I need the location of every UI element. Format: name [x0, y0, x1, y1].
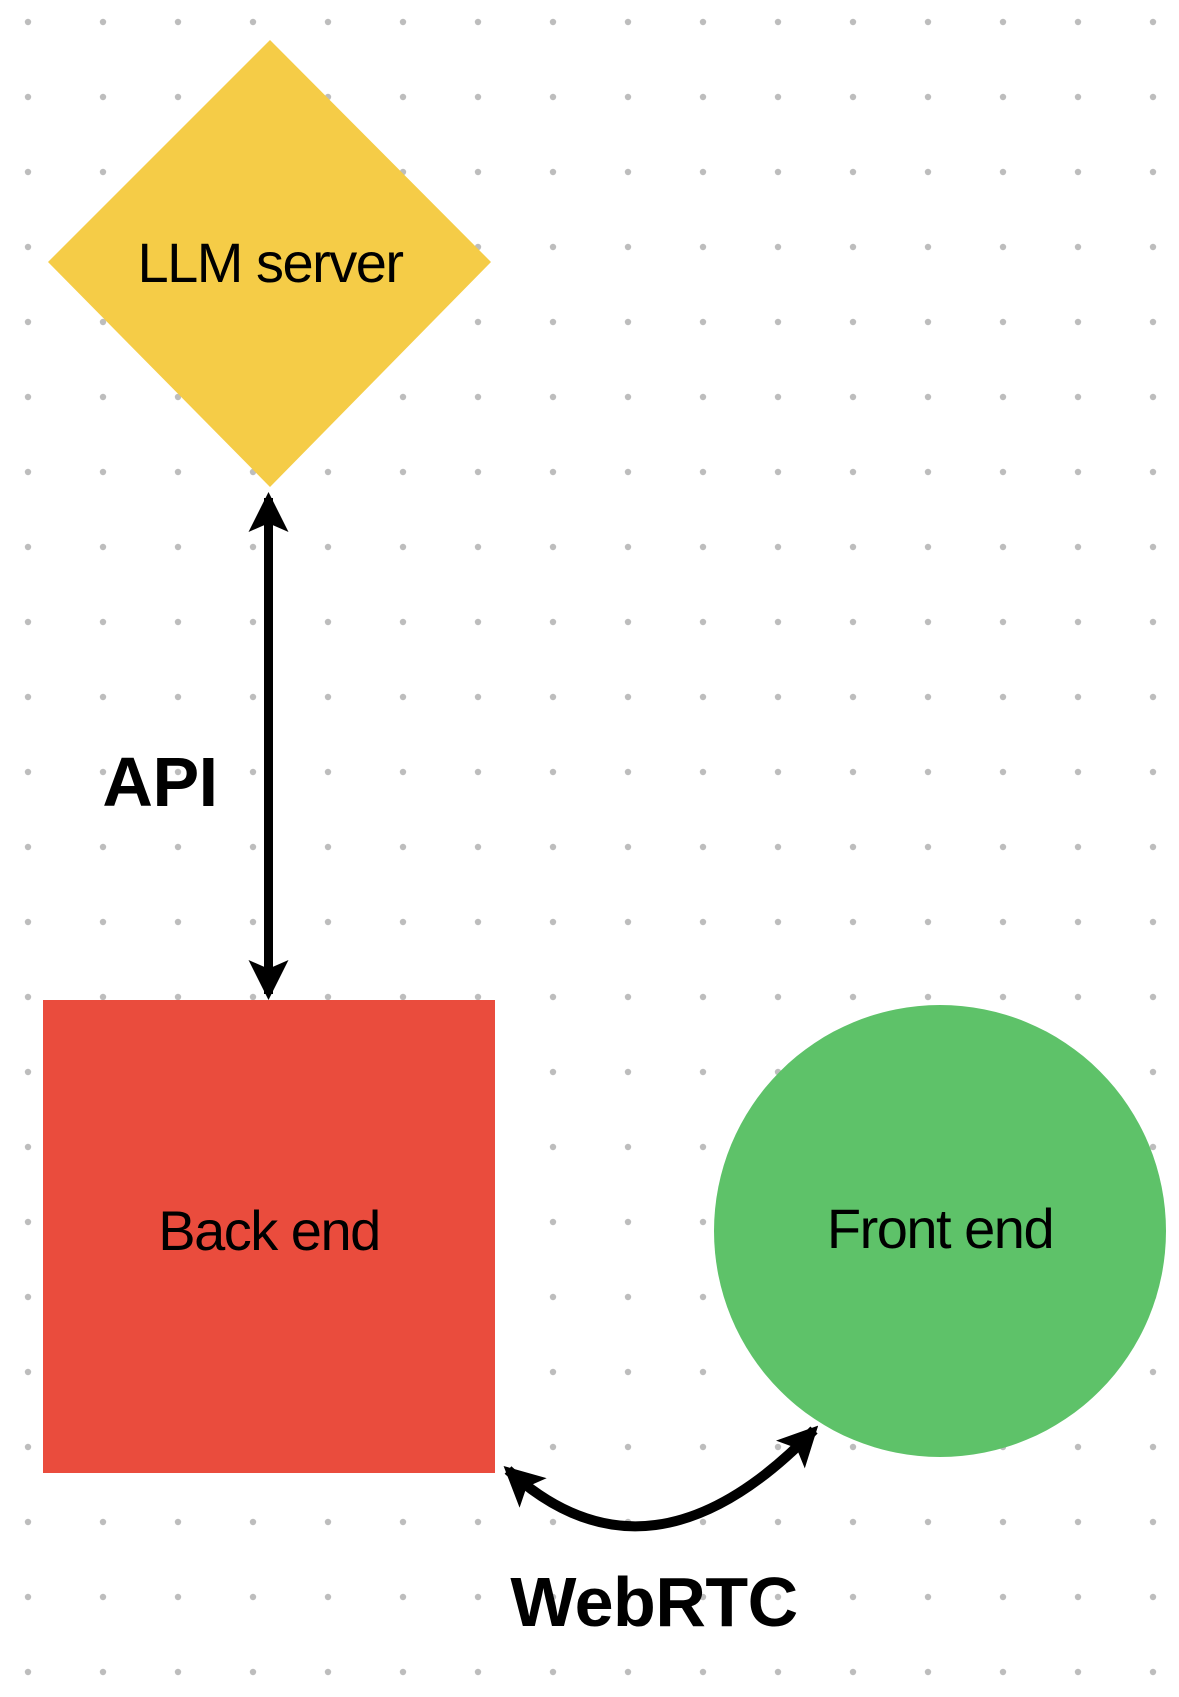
- back-end-square[interactable]: [43, 1000, 495, 1473]
- front-end-circle[interactable]: [714, 1005, 1166, 1457]
- webrtc-connector-arrow[interactable]: [503, 1425, 819, 1532]
- llm-server-diamond[interactable]: [48, 40, 491, 487]
